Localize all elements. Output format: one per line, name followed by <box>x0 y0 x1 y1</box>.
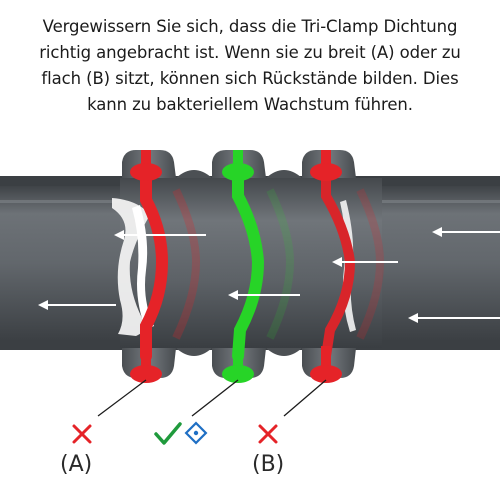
gasket-correct <box>232 164 295 362</box>
leader-lines <box>97 379 327 417</box>
label-b: (B) <box>252 452 285 477</box>
instruction-line-3: flach (B) sitzt, können sich Rückstände … <box>41 69 459 88</box>
instruction-line-2: richtig angebracht ist. Wenn sie zu brei… <box>39 43 461 62</box>
cross-icon <box>258 424 278 444</box>
instruction-text: Vergewissern Sie sich, dass die Tri-Clam… <box>8 14 492 118</box>
check-icon <box>154 422 182 445</box>
diamond-badge-icon <box>184 421 208 445</box>
label-a: (A) <box>60 452 93 477</box>
instruction-line-1: Vergewissern Sie sich, dass die Tri-Clam… <box>42 17 458 36</box>
gasket-a <box>140 164 201 362</box>
gasket-markers-top <box>130 150 342 181</box>
gasket-markers-bottom <box>130 346 342 383</box>
cross-icon <box>72 424 92 444</box>
instruction-line-4: kann zu bakteriellem Wachstum führen. <box>87 95 413 114</box>
flow-arrows <box>38 227 500 323</box>
